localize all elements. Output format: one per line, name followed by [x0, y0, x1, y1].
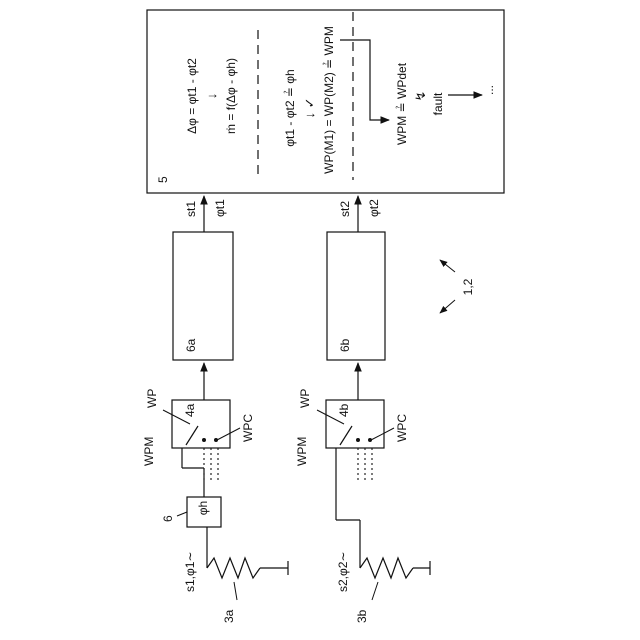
system-ref-label: 1,2: [461, 278, 475, 295]
unit-6a-label: 6a: [184, 338, 198, 352]
fault-label: fault: [431, 92, 445, 115]
sensor-3b-label: 3b: [355, 609, 369, 623]
sensor-3a-coil: [207, 558, 260, 578]
channel-b: 3b s2,φ2∼ 4b WP WPM WPC 6b st2 φt2: [295, 196, 430, 623]
ref-6-leader: [177, 512, 187, 516]
phi-t1-label: φt1: [213, 199, 227, 217]
controller-ref-label: 5: [156, 176, 170, 183]
wp-b-label: WP: [298, 389, 312, 408]
channel-a: 3a s1,φ1∼ φh 6 4a WP WPM WPC 6a st1 φt1: [142, 196, 288, 623]
unit-6b-box: [327, 232, 385, 360]
wpc-b-label: WPC: [395, 414, 409, 442]
system-ref-arrow-up: [440, 260, 455, 272]
sensor-3a-label: 3a: [222, 609, 236, 623]
controller-box: 5 Δφ = φt1 - φt2 ↓ ṁ = f(Δφ - φh) φt1 - …: [147, 10, 504, 193]
down-arrow-1: ↓: [204, 93, 219, 100]
sensor-3b-leader: [372, 582, 378, 600]
unit-6a-box: [173, 232, 233, 360]
phi-t2-label: φt2: [367, 199, 381, 217]
system-reference: 1,2: [440, 260, 475, 313]
wpm-a-label: WPM: [142, 437, 156, 466]
signal-b-label: s2,φ2∼: [336, 551, 350, 592]
sensor-3a-leader: [234, 582, 237, 600]
phase-offset-label: φh: [196, 501, 210, 515]
phase-check-equation: φt1 - φt2 ≟ φh: [283, 69, 297, 146]
switch-4b-label: 4b: [337, 403, 351, 417]
switch-4b-box: [326, 400, 384, 448]
signal-a-label: s1,φ1∼: [183, 551, 197, 592]
output-ellipsis: ...: [482, 85, 496, 95]
switch-4a-label: 4a: [183, 403, 197, 417]
unit-6b-label: 6b: [338, 338, 352, 352]
st2-label: st2: [338, 201, 352, 217]
wpm-compare-equation: WPM ≟ WPdet: [395, 62, 409, 145]
switch-4a-box: [172, 400, 230, 448]
lightning-icon: ↯: [413, 91, 428, 102]
system-ref-arrow-down: [440, 300, 455, 313]
mass-flow-equation: ṁ = f(Δφ - φh): [224, 58, 238, 134]
ref-6-label: 6: [161, 515, 175, 522]
wp-a-label: WP: [145, 389, 159, 408]
wpc-a-label: WPC: [241, 414, 255, 442]
phase-difference-equation: Δφ = φt1 - φt2: [185, 58, 199, 134]
wpm-b-label: WPM: [295, 437, 309, 466]
sensor-3b-coil: [360, 558, 413, 578]
check-mark: ↓ ✓: [302, 97, 317, 118]
st1-label: st1: [184, 201, 198, 217]
working-point-equation: WP(M1) = WP(M2) ≟ WPM: [322, 26, 336, 174]
